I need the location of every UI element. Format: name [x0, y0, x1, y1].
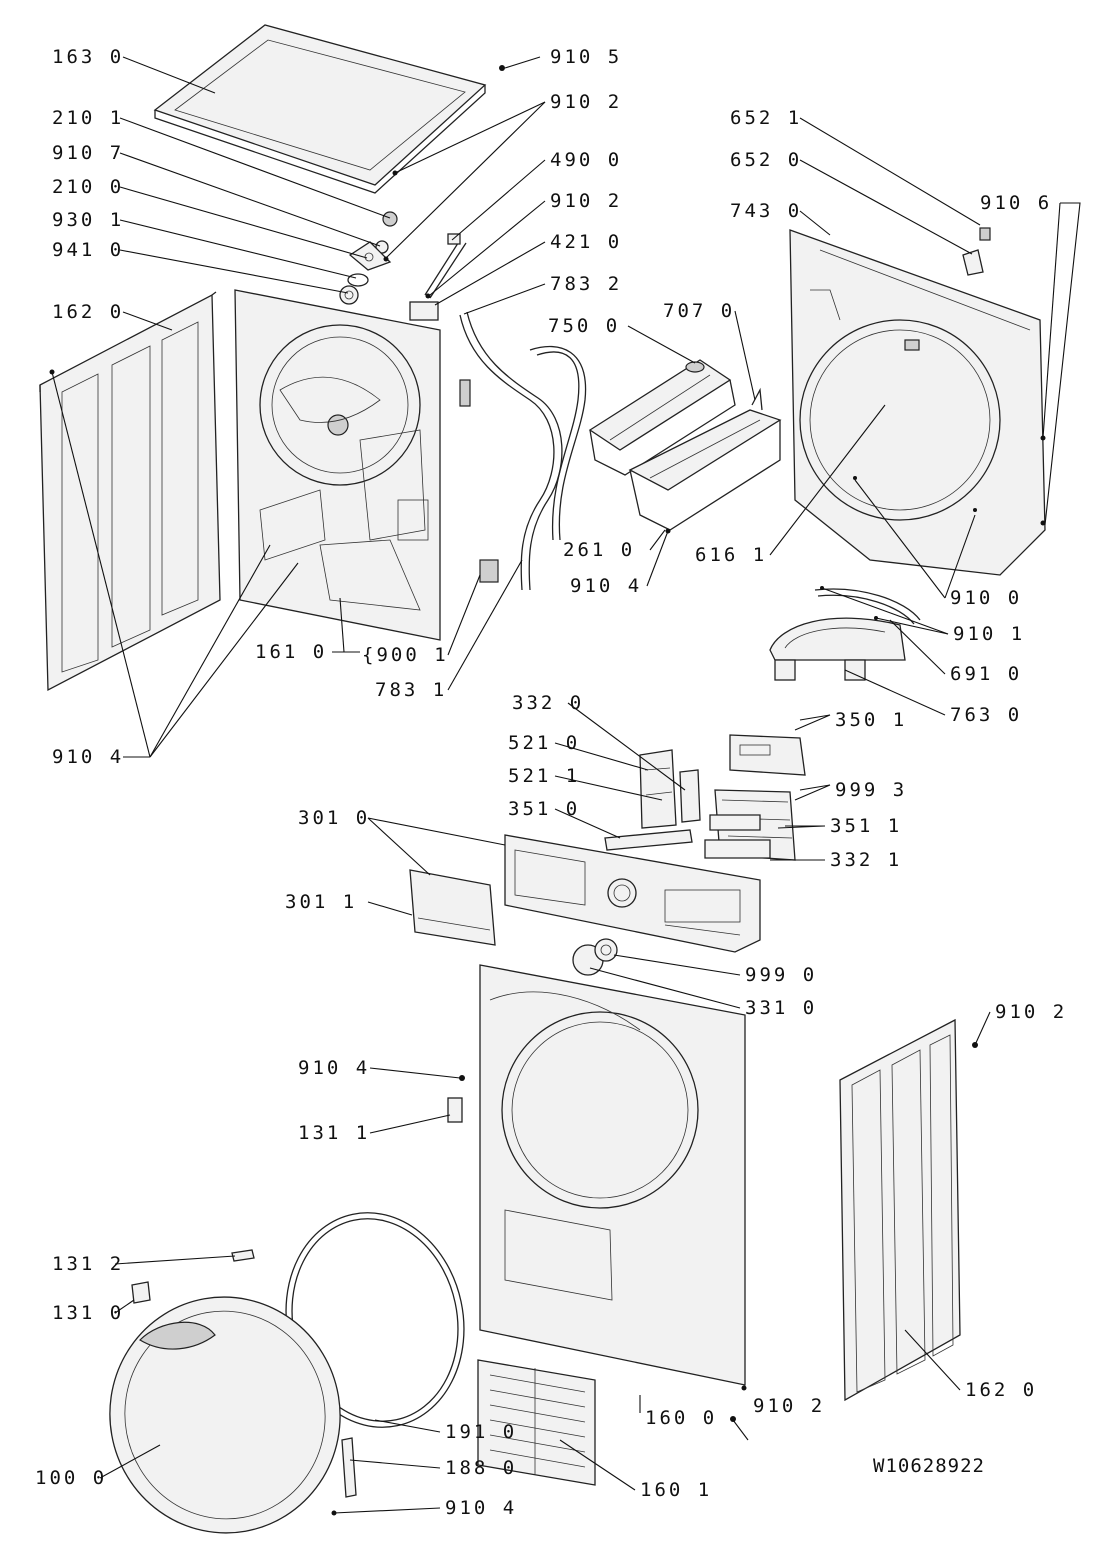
part-sensors: [962, 227, 991, 276]
label-261-0: 261 0: [563, 539, 635, 561]
label-910-4-mid: 910 4: [570, 575, 642, 597]
part-side-panel-right: [839, 1018, 961, 1402]
label-941-0: 941 0: [52, 239, 124, 261]
document-code: W10628922: [873, 1455, 985, 1477]
label-521-0: 521 0: [508, 732, 580, 754]
label-188-0: 188 0: [445, 1457, 517, 1479]
label-910-4-front: 910 4: [298, 1057, 370, 1079]
label-900-1: {900 1: [362, 644, 449, 666]
part-water-container: [588, 359, 736, 476]
label-910-0: 910 0: [950, 587, 1022, 609]
label-162-0-right: 162 0: [965, 1379, 1037, 1401]
label-999-3: 999 3: [835, 779, 907, 801]
part-door: [109, 1296, 341, 1534]
label-910-2-right: 910 2: [995, 1001, 1067, 1023]
label-100-0: 100 0: [35, 1467, 107, 1489]
label-490-0: 490 0: [550, 149, 622, 171]
label-910-4-bottom: 910 4: [445, 1497, 517, 1519]
label-910-7: 910 7: [52, 142, 124, 164]
label-162-0-left: 162 0: [52, 301, 124, 323]
label-210-1: 210 1: [52, 107, 124, 129]
part-top-cover: [153, 24, 487, 194]
label-783-2: 783 2: [550, 273, 622, 295]
label-652-1: 652 1: [730, 107, 802, 129]
label-160-1: 160 1: [640, 1479, 712, 1501]
label-131-1: 131 1: [298, 1122, 370, 1144]
part-front-frame: [789, 229, 1046, 576]
label-691-0: 691 0: [950, 663, 1022, 685]
label-910-2-mid: 910 2: [550, 190, 622, 212]
label-331-0: 331 0: [745, 997, 817, 1019]
label-750-0: 750 0: [548, 315, 620, 337]
label-301-0: 301 0: [298, 807, 370, 829]
label-910-2-bottom: 910 2: [753, 1395, 825, 1417]
label-160-0: 160 0: [645, 1407, 717, 1429]
part-filter: [769, 588, 921, 681]
label-743-0: 743 0: [730, 200, 802, 222]
label-191-0: 191 0: [445, 1421, 517, 1443]
label-350-1: 350 1: [835, 709, 907, 731]
part-back-panel: [234, 289, 441, 641]
label-910-4-left: 910 4: [52, 746, 124, 768]
label-999-0: 999 0: [745, 964, 817, 986]
part-container-housing: [628, 387, 782, 534]
label-161-0: 161 0: [255, 641, 327, 663]
part-knob: [572, 938, 618, 976]
label-163-0: 163 0: [52, 46, 124, 68]
part-front-panel: [479, 964, 747, 1391]
label-351-0: 351 0: [508, 798, 580, 820]
part-drawer-front: [409, 869, 496, 946]
label-910-5: 910 5: [550, 46, 622, 68]
part-door-hinges: [131, 1097, 463, 1304]
label-910-1: 910 1: [953, 623, 1025, 645]
part-control-panel: [504, 834, 761, 953]
label-332-1: 332 1: [830, 849, 902, 871]
label-210-0: 210 0: [52, 176, 124, 198]
part-door-hinge-plate: [331, 1437, 357, 1516]
label-707-0: 707 0: [663, 300, 735, 322]
label-421-0: 421 0: [550, 231, 622, 253]
label-910-6: 910 6: [980, 192, 1052, 214]
label-930-1: 930 1: [52, 209, 124, 231]
leader-lines: [51, 56, 1081, 1514]
label-301-1: 301 1: [285, 891, 357, 913]
label-332-0: 332 0: [512, 692, 584, 714]
part-control-modules: [604, 749, 701, 851]
label-652-0: 652 0: [730, 149, 802, 171]
part-side-panel-left: [39, 291, 221, 692]
label-521-1: 521 1: [508, 765, 580, 787]
part-electronics: [704, 734, 806, 861]
label-616-1: 616 1: [695, 544, 767, 566]
part-tubes: [459, 311, 587, 591]
label-351-1: 351 1: [830, 815, 902, 837]
part-grille: [477, 1359, 596, 1486]
label-783-1: 783 1: [375, 679, 447, 701]
label-131-0: 131 0: [52, 1302, 124, 1324]
label-131-2: 131 2: [52, 1253, 124, 1275]
part-labels: 163 0 910 5 910 2 210 1 910 7 490 0 210 …: [35, 46, 1067, 1519]
label-763-0: 763 0: [950, 704, 1022, 726]
label-910-2-top: 910 2: [550, 91, 622, 113]
